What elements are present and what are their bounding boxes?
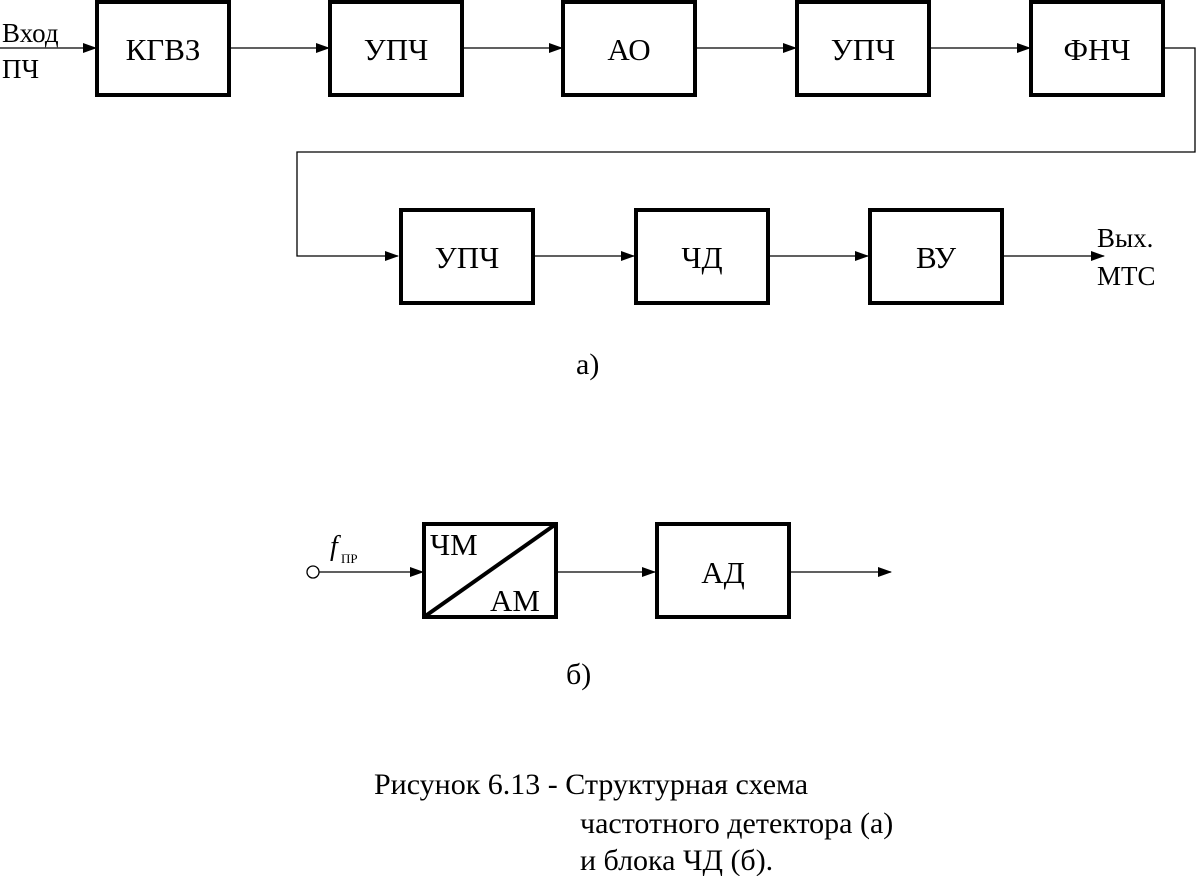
block-kgvz-label: КГВЗ: [126, 32, 201, 67]
diagram-a: Вход ПЧ КГВЗ УПЧ АО УПЧ ФНЧ УПЧ ЧД ВУ Вы…: [0, 0, 1196, 381]
block-ad-label: АД: [701, 555, 745, 590]
block-ao: [561, 0, 697, 97]
converter-bottom-label: АМ: [490, 583, 540, 618]
input-label-line1: Вход: [2, 18, 59, 48]
diagram-b: f ПР ЧМ АМ АД б): [306, 522, 892, 691]
block-ao-label: АО: [607, 32, 650, 67]
sublabel-b: б): [566, 658, 591, 691]
input-frequency-symbol: f: [330, 531, 341, 562]
block-fnch: [1029, 0, 1165, 97]
block-chd-label: ЧД: [681, 240, 722, 275]
block-upch-2: [795, 0, 931, 97]
input-frequency-subscript: ПР: [341, 551, 358, 566]
block-upch-3-label: УПЧ: [435, 240, 499, 275]
input-label-line2: ПЧ: [2, 54, 39, 84]
converter-diagonal: [422, 522, 558, 619]
output-label-line1: Вых.: [1097, 223, 1153, 253]
block-upch-2-label: УПЧ: [831, 32, 895, 67]
input-terminal: [306, 565, 320, 579]
sublabel-a: а): [576, 348, 599, 381]
converter-top-label: ЧМ: [430, 527, 478, 562]
block-upch-1-label: УПЧ: [364, 32, 428, 67]
block-upch-3: [399, 208, 535, 305]
figure-caption: Рисунок 6.13 - Структурная схема частотн…: [374, 768, 893, 876]
caption-line1: Рисунок 6.13 - Структурная схема: [374, 768, 808, 801]
block-ad: [655, 522, 791, 619]
output-label-line2: МТС: [1097, 261, 1156, 291]
connector-fnch-upch3: [296, 47, 1196, 261]
caption-line3: и блока ЧД (б).: [580, 844, 773, 876]
block-fnch-label: ФНЧ: [1063, 32, 1130, 67]
block-vu: [868, 208, 1004, 305]
block-vu-label: ВУ: [916, 240, 956, 275]
caption-line2: частотного детектора (а): [580, 807, 893, 840]
